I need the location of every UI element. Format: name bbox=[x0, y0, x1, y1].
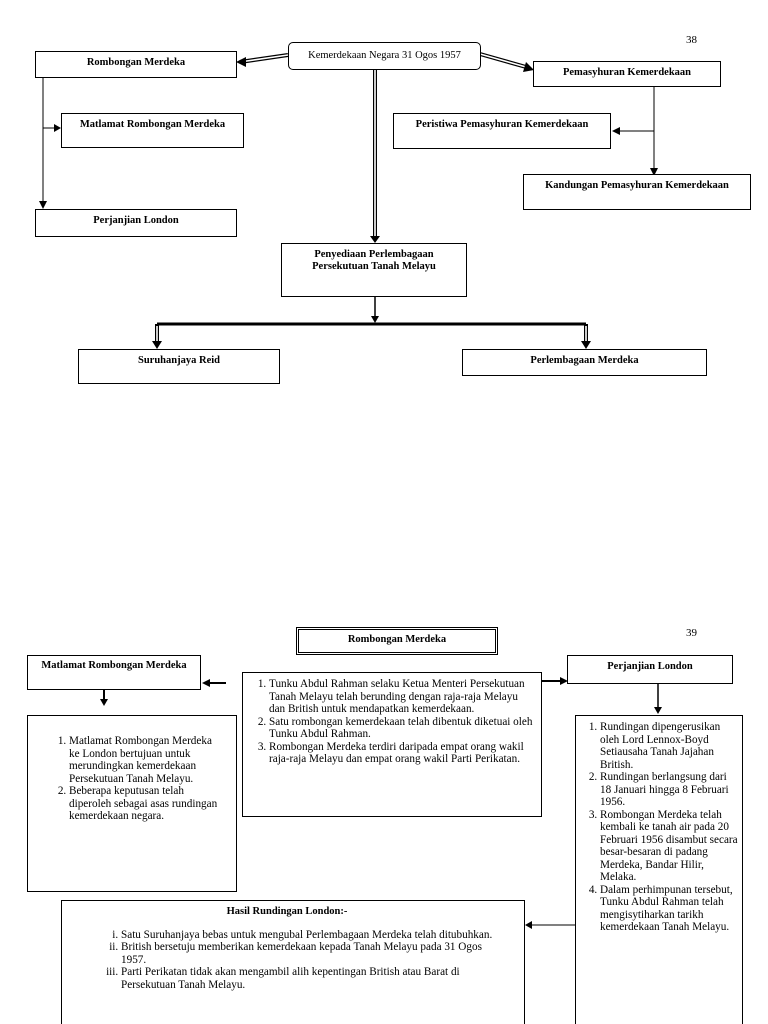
kandungan-box: Kandungan Pemasyhuran Kemerdekaan bbox=[523, 174, 751, 210]
reid-box: Suruhanjaya Reid bbox=[78, 349, 280, 384]
rombongan-title-box: Rombongan Merdeka bbox=[296, 627, 498, 655]
list-item: Rombongan Merdeka terdiri daripada empat… bbox=[269, 741, 533, 766]
list-item: Matlamat Rombongan Merdeka ke London ber… bbox=[69, 735, 222, 785]
perjanjian-info-box: Rundingan dipengerusikan oleh Lord Lenno… bbox=[575, 715, 743, 1024]
list-item: Rundingan dipengerusikan oleh Lord Lenno… bbox=[600, 721, 738, 771]
center-info-box: Tunku Abdul Rahman selaku Ketua Menteri … bbox=[242, 672, 542, 817]
list-item: Beberapa keputusan telah diperoleh sebag… bbox=[69, 785, 222, 823]
list-item: Rundingan berlangsung dari 18 Januari hi… bbox=[600, 771, 738, 809]
list-item: Satu rombongan kemerdekaan telah dibentu… bbox=[269, 716, 533, 741]
hasil-rundingan-title: Hasil Rundingan London:- bbox=[226, 906, 348, 917]
center-info-list: Tunku Abdul Rahman selaku Ketua Menteri … bbox=[245, 678, 533, 766]
center-kemerdekaan-box: Kemerdekaan Negara 31 Ogos 1957 bbox=[288, 42, 481, 70]
list-item: Satu Suruhanjaya bebas untuk mengubal Pe… bbox=[121, 929, 506, 942]
perlembagaan-box: Perlembagaan Merdeka bbox=[462, 349, 707, 376]
peristiwa-label: Peristiwa Pemasyhuran Kemerdekaan bbox=[415, 119, 589, 130]
kandungan-label: Kandungan Pemasyhuran Kemerdekaan bbox=[545, 180, 729, 191]
rombongan-title-label: Rombongan Merdeka bbox=[347, 634, 447, 645]
pemasyhuran-label: Pemasyhuran Kemerdekaan bbox=[562, 67, 692, 78]
reid-label: Suruhanjaya Reid bbox=[138, 355, 220, 366]
perjanjian-label: Perjanjian London bbox=[93, 215, 179, 226]
matlamat-label: Matlamat Rombongan Merdeka bbox=[79, 119, 226, 130]
peristiwa-box: Peristiwa Pemasyhuran Kemerdekaan bbox=[393, 113, 611, 149]
matlamat-box: Matlamat Rombongan Merdeka bbox=[61, 113, 244, 148]
hasil-rundingan-list: Satu Suruhanjaya bebas untuk mengubal Pe… bbox=[68, 929, 506, 992]
penyediaan-label: Penyediaan Perlembagaan Persekutuan Tana… bbox=[312, 249, 436, 272]
perjanjian-title-label: Perjanjian London bbox=[607, 661, 693, 672]
center-kemerdekaan-label: Kemerdekaan Negara 31 Ogos 1957 bbox=[308, 50, 461, 61]
matlamat-title-label: Matlamat Rombongan Merdeka bbox=[41, 660, 187, 671]
page-number: 38 bbox=[686, 34, 697, 46]
list-item: Rombongan Merdeka telah kembali ke tanah… bbox=[600, 809, 738, 884]
perlembagaan-label: Perlembagaan Merdeka bbox=[530, 355, 639, 366]
perjanjian-box: Perjanjian London bbox=[35, 209, 237, 237]
rombongan-merdeka-box: Rombongan Merdeka bbox=[35, 51, 237, 78]
matlamat-info-list: Matlamat Rombongan Merdeka ke London ber… bbox=[32, 735, 222, 823]
matlamat-info-box: Matlamat Rombongan Merdeka ke London ber… bbox=[27, 715, 237, 892]
matlamat-title-box: Matlamat Rombongan Merdeka bbox=[27, 655, 201, 690]
hasil-rundingan-box: Hasil Rundingan London:- Satu Suruhanjay… bbox=[61, 900, 525, 1024]
list-item: Parti Perikatan tidak akan mengambil ali… bbox=[121, 966, 506, 991]
rombongan-merdeka-label: Rombongan Merdeka bbox=[86, 57, 186, 68]
list-item: Tunku Abdul Rahman selaku Ketua Menteri … bbox=[269, 678, 533, 716]
perjanjian-info-list: Rundingan dipengerusikan oleh Lord Lenno… bbox=[578, 721, 738, 934]
perjanjian-title-box: Perjanjian London bbox=[567, 655, 733, 684]
pemasyhuran-box: Pemasyhuran Kemerdekaan bbox=[533, 61, 721, 87]
page-number-2: 39 bbox=[686, 627, 697, 639]
penyediaan-box: Penyediaan Perlembagaan Persekutuan Tana… bbox=[281, 243, 467, 297]
list-item: Dalam perhimpunan tersebut, Tunku Abdul … bbox=[600, 884, 738, 934]
list-item: British bersetuju memberikan kemerdekaan… bbox=[121, 941, 506, 966]
